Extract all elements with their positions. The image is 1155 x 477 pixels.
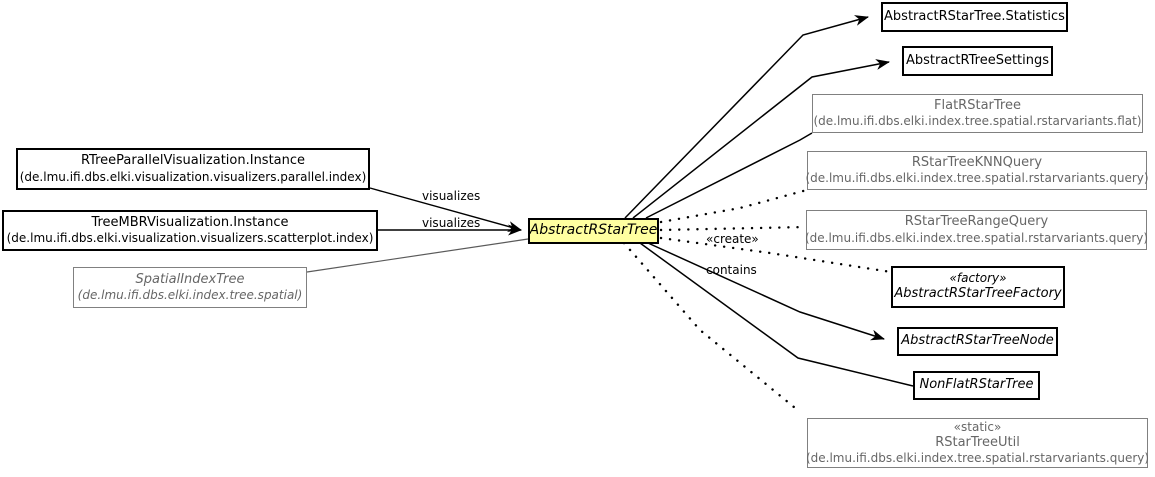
node-name: TreeMBRVisualization.Instance: [91, 214, 289, 230]
edge-center-to-spatialindextree: [306, 238, 529, 273]
node-name: AbstractRStarTreeNode: [901, 333, 1054, 349]
node-abstractrstartreefactory[interactable]: «factory» AbstractRStarTreeFactory: [891, 266, 1065, 308]
edge-center-to-settings: [632, 59, 890, 219]
edge-label-contains: contains: [706, 263, 757, 277]
node-abstractrstartree-statistics[interactable]: AbstractRStarTree.Statistics: [881, 2, 1068, 32]
node-name: RStarTreeKNNQuery: [911, 154, 1043, 170]
node-name: AbstractRStarTree: [529, 222, 658, 239]
node-name: NonFlatRStarTree: [919, 377, 1034, 393]
node-rstartreeutil[interactable]: «static» RStarTreeUtil (de.lmu.ifi.dbs.e…: [805, 418, 1150, 468]
node-rstartreeknnquery[interactable]: RStarTreeKNNQuery (de.lmu.ifi.dbs.elki.i…: [805, 151, 1149, 190]
node-name: FlatRStarTree: [934, 97, 1021, 113]
node-flatrstartree[interactable]: FlatRStarTree (de.lmu.ifi.dbs.elki.index…: [812, 94, 1143, 133]
node-name: RStarTreeUtil: [935, 434, 1020, 450]
node-package: (de.lmu.ifi.dbs.elki.visualization.visua…: [19, 169, 367, 184]
node-package: (de.lmu.ifi.dbs.elki.index.tree.spatial): [77, 288, 303, 303]
edge-center-to-knnquery: [659, 188, 809, 224]
edge-center-to-statistics: [624, 15, 869, 219]
edge-center-to-nonflat: [639, 242, 914, 387]
node-name: RTreeParallelVisualization.Instance: [80, 153, 306, 169]
node-package: (de.lmu.ifi.dbs.elki.index.tree.spatial.…: [804, 230, 1149, 245]
node-name: AbstractRStarTree.Statistics: [884, 8, 1065, 24]
node-spatial-index-tree[interactable]: SpatialIndexTree (de.lmu.ifi.dbs.elki.in…: [73, 267, 307, 308]
node-package: (de.lmu.ifi.dbs.elki.index.tree.spatial.…: [805, 451, 1150, 466]
node-name: RStarTreeRangeQuery: [904, 214, 1049, 230]
node-abstractrstartreenode[interactable]: AbstractRStarTreeNode: [897, 327, 1058, 356]
edge-center-to-node: [647, 242, 885, 341]
edge-parallel-to-center: [369, 187, 522, 232]
node-rstartreerangequery[interactable]: RStarTreeRangeQuery (de.lmu.ifi.dbs.elki…: [804, 210, 1149, 250]
edge-label-visualizes-parallel: visualizes: [422, 189, 481, 203]
node-treembr-visualization-instance[interactable]: TreeMBRVisualization.Instance (de.lmu.if…: [2, 210, 378, 251]
node-stereotype: «static»: [953, 419, 1002, 434]
edge-center-to-flatrstartree: [645, 132, 813, 219]
node-package: (de.lmu.ifi.dbs.elki.index.tree.spatial.…: [813, 114, 1142, 129]
node-abstractrtreesettings[interactable]: AbstractRTreeSettings: [902, 46, 1053, 76]
edge-label-visualizes-scatterplot: visualizes: [422, 216, 481, 230]
edge-center-to-rangequery: [659, 225, 808, 232]
node-rtree-parallel-visualization-instance[interactable]: RTreeParallelVisualization.Instance (de.…: [16, 148, 370, 190]
node-nonflatrstartree[interactable]: NonFlatRStarTree: [913, 371, 1040, 400]
edge-center-to-factory: [659, 236, 893, 274]
node-name: AbstractRStarTreeFactory: [894, 286, 1062, 302]
edge-label-create: «create»: [706, 232, 759, 246]
node-stereotype: «factory»: [949, 271, 1007, 286]
node-package: (de.lmu.ifi.dbs.elki.index.tree.spatial.…: [805, 171, 1149, 186]
node-name: SpatialIndexTree: [135, 271, 245, 287]
node-abstractrstartree[interactable]: AbstractRStarTree: [528, 218, 659, 244]
node-name: AbstractRTreeSettings: [905, 52, 1050, 68]
node-package: (de.lmu.ifi.dbs.elki.visualization.visua…: [6, 231, 374, 246]
